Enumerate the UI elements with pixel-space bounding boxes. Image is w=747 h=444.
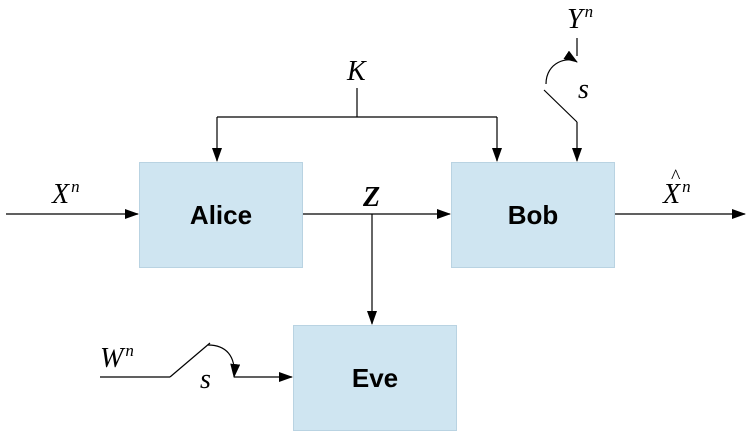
switch-bob-arc [545, 50, 578, 85]
switch-eve-blade [169, 342, 211, 378]
label-switch-eve: s [200, 364, 211, 395]
switch-bob-blade [543, 89, 578, 123]
label-switch-bob: s [578, 74, 589, 105]
bob-label: Bob [507, 199, 559, 230]
alice-box: Alice [139, 162, 303, 268]
alice-label: Alice [189, 199, 253, 230]
label-key: K [347, 56, 366, 87]
label-z: Z [363, 182, 381, 213]
switch-eve-arc [207, 344, 241, 378]
bob-box: Bob [451, 162, 615, 268]
label-xhat-output: Xn [663, 167, 691, 209]
eve-box: Eve [293, 325, 457, 431]
eve-label: Eve [351, 362, 399, 393]
